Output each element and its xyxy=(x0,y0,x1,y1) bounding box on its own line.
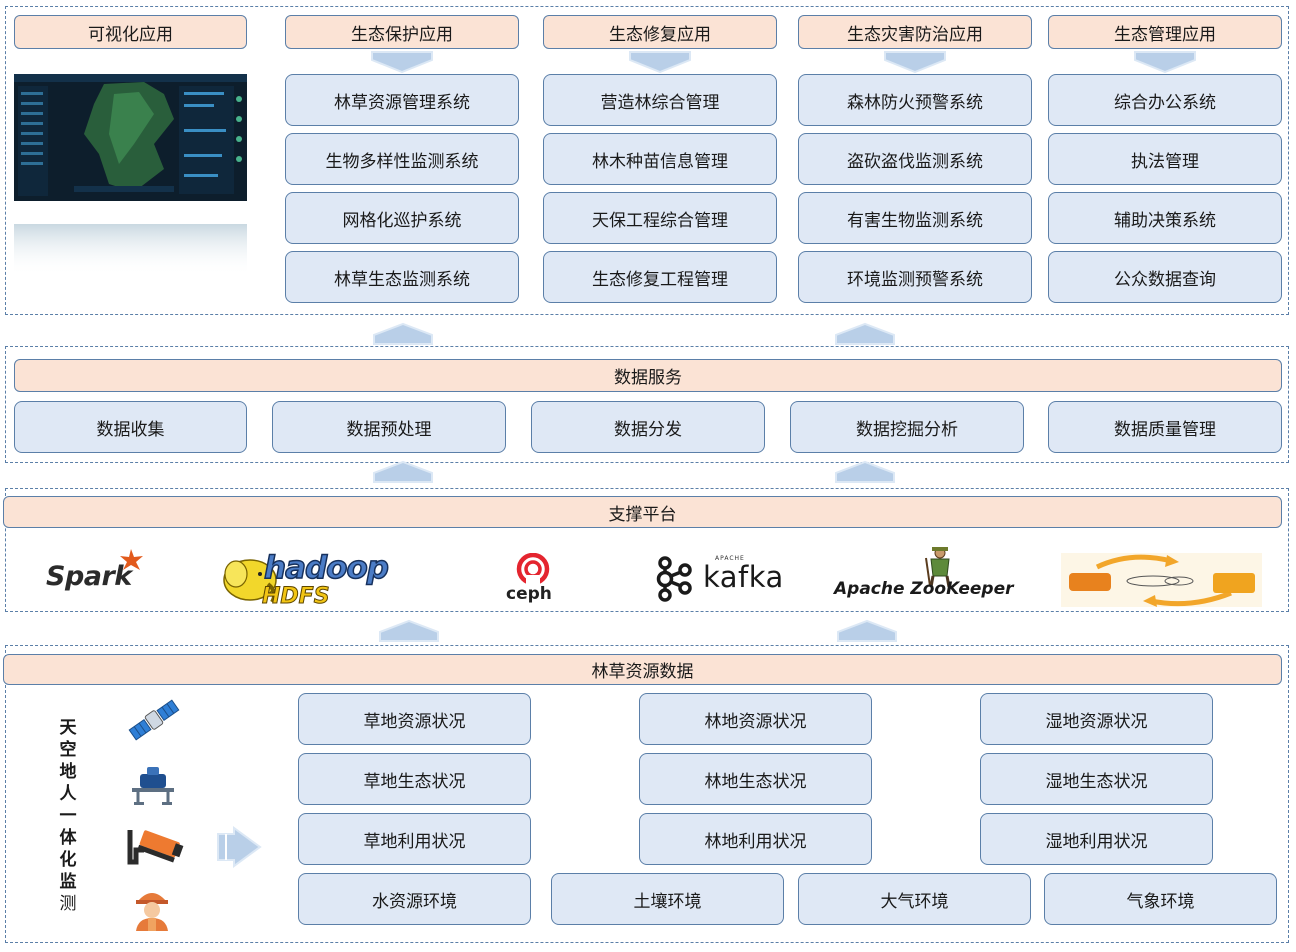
kafka-apache-text: APACHE xyxy=(715,555,745,562)
monitor-char: 体 xyxy=(59,828,77,848)
spark-logo: Spark xyxy=(46,547,156,603)
monitor-char: 人 xyxy=(59,784,77,804)
resource-item[interactable]: 草地生态状况 xyxy=(298,753,531,805)
app-item[interactable]: 林草生态监测系统 xyxy=(285,251,519,303)
app-item[interactable]: 林草资源管理系统 xyxy=(285,74,519,126)
resource-item[interactable]: 林地生态状况 xyxy=(639,753,872,805)
resource-item[interactable]: 大气环境 xyxy=(798,873,1031,925)
hadoop-elephant-icon xyxy=(223,559,277,604)
hdfs-logo-text: HDFS xyxy=(262,584,331,610)
hadoop-logo-text: hadoop xyxy=(263,549,389,587)
down-arrow-icon xyxy=(1134,51,1196,73)
resource-item[interactable]: 林地利用状况 xyxy=(639,813,872,865)
resource-data-layer xyxy=(5,645,1289,943)
zookeeper-keeper-icon xyxy=(925,547,951,588)
integrated-monitoring-label: 天 空 地 人 一 体 化 监 测 xyxy=(57,717,79,915)
support-platform-layer xyxy=(5,488,1289,612)
app-header-management: 生态管理应用 xyxy=(1048,15,1282,49)
dashboard-screenshot-image xyxy=(14,74,247,201)
kafka-nodes-icon xyxy=(656,556,692,602)
camera-icon xyxy=(127,830,184,865)
spark-logo-text: Spark xyxy=(46,561,132,592)
app-item[interactable]: 执法管理 xyxy=(1048,133,1282,185)
app-item[interactable]: 有害生物监测系统 xyxy=(798,192,1032,244)
up-arrow-icon xyxy=(835,460,895,483)
data-service-item[interactable]: 数据挖掘分析 xyxy=(790,401,1024,453)
satellite-icon xyxy=(128,699,180,741)
resource-item[interactable]: 水资源环境 xyxy=(298,873,531,925)
right-arrow-icon xyxy=(217,826,262,868)
app-item[interactable]: 综合办公系统 xyxy=(1048,74,1282,126)
kafka-logo: APACHE kafka xyxy=(653,554,805,604)
resource-item[interactable]: 湿地生态状况 xyxy=(980,753,1213,805)
ceph-logo: ceph xyxy=(504,553,564,605)
resource-item[interactable]: 土壤环境 xyxy=(551,873,784,925)
app-item[interactable]: 生态修复工程管理 xyxy=(543,251,777,303)
ceph-symbol-icon xyxy=(516,553,550,587)
ceph-logo-text: ceph xyxy=(506,584,552,604)
data-flow-image xyxy=(1061,553,1262,607)
app-item[interactable]: 公众数据查询 xyxy=(1048,251,1282,303)
monitor-char: 监 xyxy=(59,872,77,892)
monitor-char: 测 xyxy=(59,894,77,914)
resource-item[interactable]: 湿地资源状况 xyxy=(980,693,1213,745)
app-header-visualization: 可视化应用 xyxy=(14,15,247,49)
app-item[interactable]: 营造林综合管理 xyxy=(543,74,777,126)
monitor-char: 一 xyxy=(59,806,77,826)
app-item[interactable]: 生物多样性监测系统 xyxy=(285,133,519,185)
app-item[interactable]: 环境监测预警系统 xyxy=(798,251,1032,303)
resource-item[interactable]: 气象环境 xyxy=(1044,873,1277,925)
resource-item[interactable]: 林地资源状况 xyxy=(639,693,872,745)
data-service-header: 数据服务 xyxy=(14,359,1282,392)
app-item[interactable]: 网格化巡护系统 xyxy=(285,192,519,244)
up-arrow-icon xyxy=(373,322,433,345)
down-arrow-icon xyxy=(884,51,946,73)
data-service-layer xyxy=(5,346,1289,463)
data-service-item[interactable]: 数据分发 xyxy=(531,401,765,453)
drone-icon xyxy=(132,767,174,805)
app-header-protection: 生态保护应用 xyxy=(285,15,519,49)
up-arrow-icon xyxy=(835,322,895,345)
monitor-char: 空 xyxy=(59,740,77,760)
app-header-restoration: 生态修复应用 xyxy=(543,15,777,49)
up-arrow-icon xyxy=(837,619,897,642)
app-item[interactable]: 林木种苗信息管理 xyxy=(543,133,777,185)
monitor-char: 化 xyxy=(59,850,77,870)
down-arrow-icon xyxy=(629,51,691,73)
down-arrow-icon xyxy=(371,51,433,73)
support-platform-header: 支撑平台 xyxy=(3,496,1282,528)
data-service-item[interactable]: 数据预处理 xyxy=(272,401,506,453)
app-item[interactable]: 盗砍盗伐监测系统 xyxy=(798,133,1032,185)
ranger-icon xyxy=(136,893,168,931)
resource-item[interactable]: 草地资源状况 xyxy=(298,693,531,745)
monitor-char: 地 xyxy=(59,762,77,782)
spark-star-icon xyxy=(120,549,143,570)
data-service-item[interactable]: 数据收集 xyxy=(14,401,247,453)
application-layer xyxy=(5,6,1289,315)
zookeeper-logo: Apache ZooKeeper xyxy=(834,546,1024,604)
resource-item[interactable]: 湿地利用状况 xyxy=(980,813,1213,865)
app-header-disaster: 生态灾害防治应用 xyxy=(798,15,1032,49)
data-service-item[interactable]: 数据质量管理 xyxy=(1048,401,1282,453)
up-arrow-icon xyxy=(373,460,433,483)
kafka-logo-text: kafka xyxy=(703,560,784,594)
resource-item[interactable]: 草地利用状况 xyxy=(298,813,531,865)
app-item[interactable]: 天保工程综合管理 xyxy=(543,192,777,244)
monitor-char: 天 xyxy=(59,718,77,738)
zookeeper-logo-text: Apache ZooKeeper xyxy=(834,579,1014,599)
dashboard-reflection-image xyxy=(14,224,247,276)
up-arrow-icon xyxy=(379,619,439,642)
app-item[interactable]: 辅助决策系统 xyxy=(1048,192,1282,244)
resource-data-header: 林草资源数据 xyxy=(3,654,1282,685)
app-item[interactable]: 森林防火预警系统 xyxy=(798,74,1032,126)
hadoop-logo: hadoop HDFS xyxy=(218,548,408,612)
